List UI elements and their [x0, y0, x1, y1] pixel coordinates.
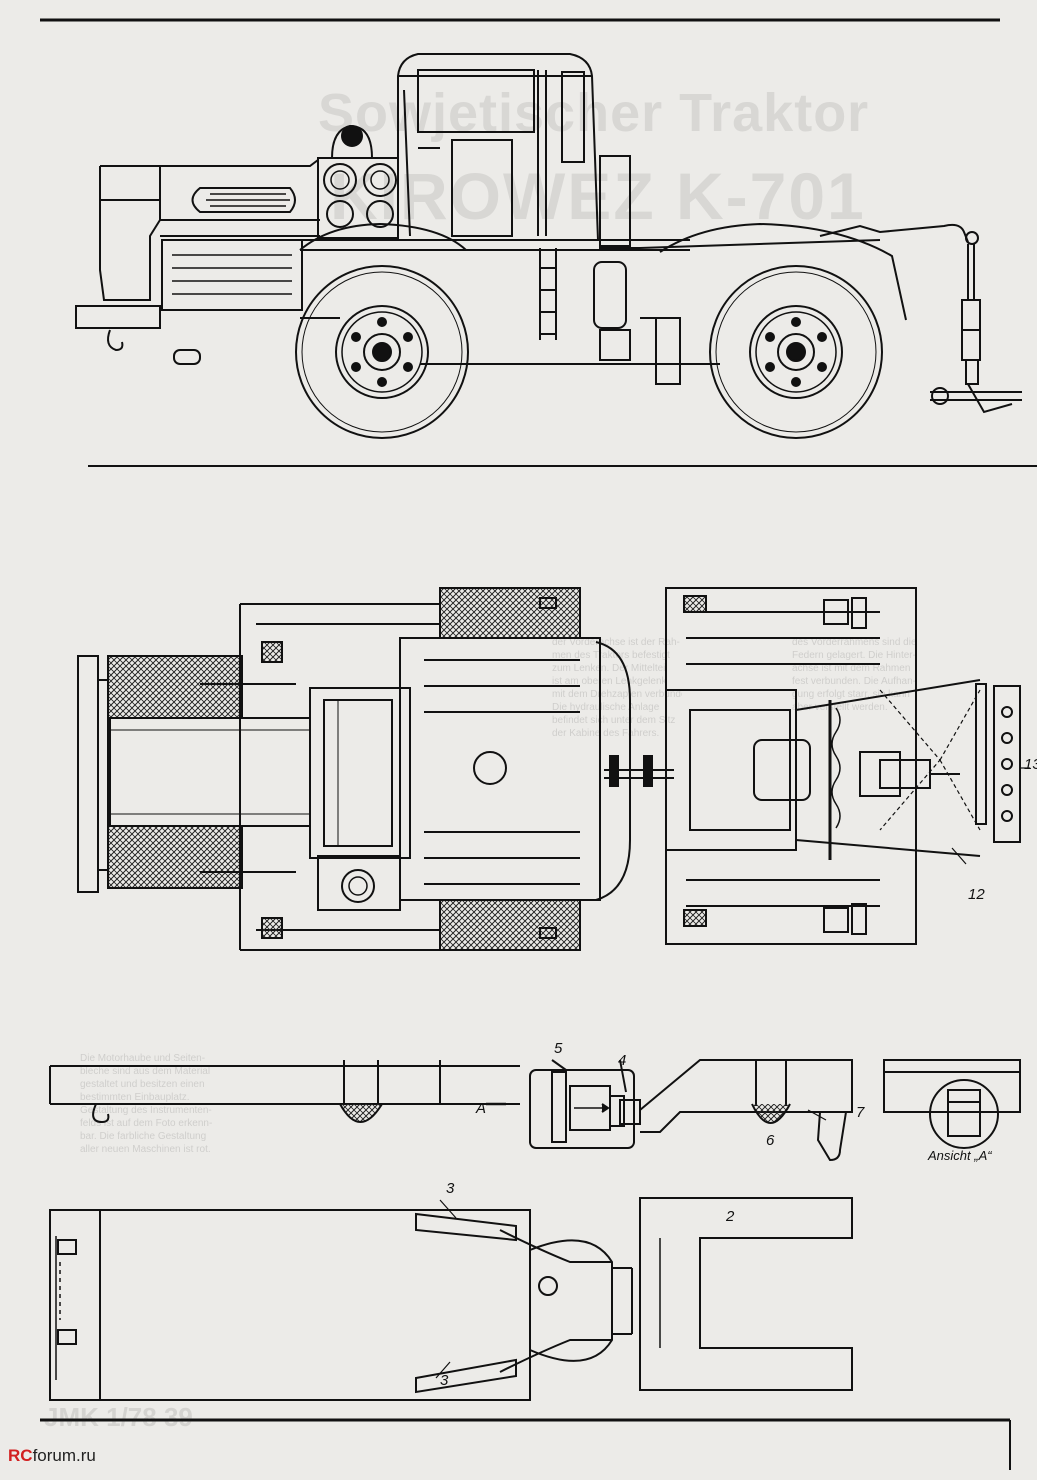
page-number: JMK 1/78 39	[44, 1402, 193, 1432]
callout-2: 2	[726, 1208, 735, 1225]
site-watermark: RCforum.ru	[8, 1446, 96, 1466]
callout-12: 12	[968, 886, 985, 903]
arrow-a-label: A	[476, 1100, 487, 1117]
callout-4: 4	[618, 1052, 627, 1069]
front-wheel	[295, 265, 469, 439]
callout-6: 6	[766, 1132, 775, 1149]
top-view	[77, 587, 1021, 951]
detail-views	[49, 1059, 1021, 1401]
watermark-domain: forum.ru	[32, 1446, 96, 1465]
body-text-middle: der Vorderachse ist der Rah- men des Tra…	[552, 637, 682, 739]
callout-7: 7	[856, 1104, 865, 1121]
body-text-left: Die Motorhaube und Seiten- bleche sind a…	[80, 1053, 213, 1155]
callout-13: 13	[1024, 756, 1037, 773]
callout-leaders	[435, 767, 1030, 1379]
callout-5: 5	[554, 1040, 563, 1057]
view-a-label: Ansicht „A“	[928, 1148, 992, 1163]
body-text-right: des Vorderrahmens sind die Federn gelage…	[792, 637, 917, 713]
watermark-brand: RC	[8, 1446, 33, 1465]
side-view	[75, 53, 1022, 414]
callout-3-top: 3	[446, 1180, 455, 1197]
callout-3-bottom: 3	[440, 1372, 449, 1389]
rear-wheel	[709, 265, 883, 439]
